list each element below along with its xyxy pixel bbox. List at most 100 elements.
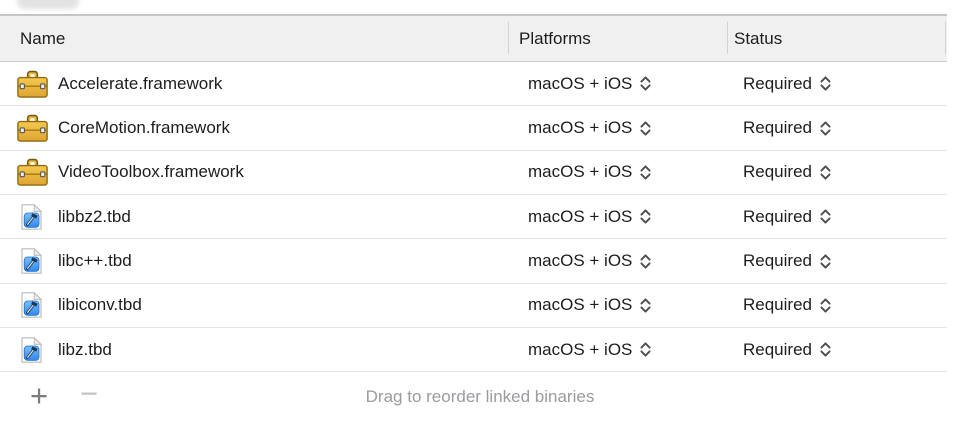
status-value: Required [743,295,812,315]
name-cell: libc++.tbd [0,247,508,275]
status-value: Required [743,251,812,271]
status-popup-button[interactable]: Required [727,207,947,227]
framework-icon [17,70,58,98]
binary-name: libiconv.tbd [58,295,142,315]
reorder-hint-text: Drag to reorder linked binaries [365,387,595,406]
up-down-chevron-icon [819,297,832,314]
up-down-chevron-icon [639,120,652,137]
library-icon [17,291,58,319]
up-down-chevron-icon [640,165,651,180]
binary-name: CoreMotion.framework [58,118,230,138]
up-down-chevron-icon [819,75,832,92]
status-popup-button[interactable]: Required [727,340,947,360]
table-row[interactable]: CoreMotion.framework macOS + iOS Require… [0,106,947,151]
up-down-chevron-icon [819,253,832,270]
column-header-platforms: Platforms [519,29,591,48]
framework-icon [17,158,58,187]
status-popup-button[interactable]: Required [727,118,947,138]
platforms-value: macOS + iOS [528,339,633,359]
up-down-chevron-icon [820,298,831,313]
platforms-popup-button[interactable]: macOS + iOS [508,295,727,315]
column-header-status: Status [734,29,783,48]
status-value: Required [743,118,812,138]
platforms-popup-button[interactable]: macOS + iOS [508,162,727,182]
name-cell: VideoToolbox.framework [0,158,508,187]
up-down-chevron-icon [820,76,831,91]
column-divider [508,22,509,54]
binary-name: libbz2.tbd [58,206,131,226]
up-down-chevron-icon [639,341,652,358]
binary-name: VideoToolbox.framework [58,162,244,182]
up-down-chevron-icon [639,253,652,270]
platforms-value: macOS + iOS [528,206,633,226]
platforms-value: macOS + iOS [528,295,633,315]
up-down-chevron-icon [639,164,652,181]
up-down-chevron-icon [640,253,651,269]
up-down-chevron-icon [820,165,831,180]
table-row[interactable]: libiconv.tbd macOS + iOS Required [0,283,947,329]
table-footer-bar: + − Drag to reorder linked binaries [0,372,960,434]
status-popup-button[interactable]: Required [727,162,947,182]
name-cell: CoreMotion.framework [0,114,508,142]
tbd-document-glyph [21,203,42,230]
column-divider [945,22,946,54]
add-binary-button[interactable]: + [29,378,49,413]
tbd-document-glyph [21,247,42,274]
up-down-chevron-icon [820,209,831,224]
table-body: Accelerate.framework macOS + iOS Require… [0,62,947,373]
table-header-row: Name Platforms Status [0,14,947,62]
up-down-chevron-icon [819,208,832,225]
table-row[interactable]: libc++.tbd macOS + iOS Required [0,239,947,284]
status-popup-button[interactable]: Required [727,251,947,271]
up-down-chevron-icon [820,120,831,136]
up-down-chevron-icon [640,298,651,313]
blurred-control [17,0,79,9]
toolbox-glyph [17,70,48,98]
up-down-chevron-icon [639,75,652,92]
library-icon [17,247,58,275]
tbd-document-glyph [21,291,42,319]
name-cell: libz.tbd [0,336,508,364]
platforms-popup-button[interactable]: macOS + iOS [508,340,727,360]
status-popup-button[interactable]: Required [727,295,947,315]
platforms-value: macOS + iOS [528,118,633,138]
up-down-chevron-icon [640,120,651,136]
up-down-chevron-icon [820,253,831,269]
up-down-chevron-icon [819,341,832,358]
column-header-name: Name [20,29,66,48]
platforms-popup-button[interactable]: macOS + iOS [508,74,727,94]
library-icon [17,336,58,364]
name-cell: libiconv.tbd [0,291,508,319]
tbd-document-glyph [21,336,42,363]
status-value: Required [743,162,812,182]
up-down-chevron-icon [640,76,651,91]
binary-name: libc++.tbd [58,251,132,271]
up-down-chevron-icon [819,120,832,137]
status-value: Required [743,206,812,226]
table-row[interactable]: libz.tbd macOS + iOS Required [0,328,947,373]
up-down-chevron-icon [819,164,832,181]
name-cell: libbz2.tbd [0,203,508,231]
library-icon [17,203,58,231]
platforms-popup-button[interactable]: macOS + iOS [508,251,727,271]
platforms-popup-button[interactable]: macOS + iOS [508,118,727,138]
status-value: Required [743,73,812,93]
table-row[interactable]: Accelerate.framework macOS + iOS Require… [0,62,947,107]
framework-icon [17,114,58,142]
up-down-chevron-icon [820,342,831,357]
up-down-chevron-icon [639,297,652,314]
up-down-chevron-icon [640,342,651,357]
linked-binaries-table: Name Platforms Status Accelerate.framewo… [0,14,947,373]
table-row[interactable]: VideoToolbox.framework macOS + iOS Requi… [0,150,947,196]
remove-binary-button[interactable]: − [79,376,99,411]
table-row[interactable]: libbz2.tbd macOS + iOS Required [0,195,947,240]
platforms-value: macOS + iOS [528,251,633,271]
toolbox-glyph [17,114,48,142]
status-popup-button[interactable]: Required [727,74,947,94]
platforms-value: macOS + iOS [528,162,633,182]
platforms-value: macOS + iOS [528,73,633,93]
platforms-popup-button[interactable]: macOS + iOS [508,207,727,227]
status-value: Required [743,339,812,359]
up-down-chevron-icon [640,209,651,224]
